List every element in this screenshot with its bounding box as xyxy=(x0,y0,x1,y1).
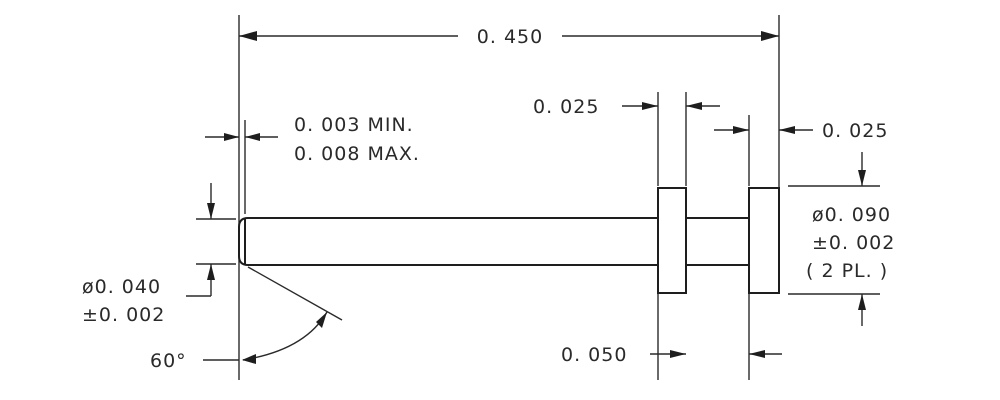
arrowhead xyxy=(207,203,215,219)
pin-shaft xyxy=(238,217,658,266)
arrowhead xyxy=(245,133,260,141)
overall-length-label: 0. 450 xyxy=(477,26,543,48)
arrowhead xyxy=(670,350,686,358)
arrowhead xyxy=(239,31,257,41)
angle-reference-line xyxy=(247,266,343,321)
collar-diameter-label: ø0. 090 xyxy=(812,204,891,226)
arrowhead xyxy=(224,133,239,141)
pin-tolerance-label: ±0. 002 xyxy=(82,304,165,326)
collar-spacing-label: 0. 050 xyxy=(561,344,627,366)
collar-count-label: ( 2 PL. ) xyxy=(806,260,888,282)
chamfer-min-label: 0. 003 MIN. xyxy=(294,114,414,136)
collar-width-left-label: 0. 025 xyxy=(533,96,599,118)
arrowhead xyxy=(642,102,658,110)
collar-right xyxy=(748,187,780,294)
angle-arc xyxy=(242,311,328,361)
arrowhead xyxy=(858,170,866,186)
pin-diameter-label: ø0. 040 xyxy=(82,276,161,298)
angle-label: 60° xyxy=(150,350,187,372)
arrowhead xyxy=(779,126,795,134)
arrowhead xyxy=(316,312,327,328)
collar-width-right-label: 0. 025 xyxy=(822,120,888,142)
arrowhead xyxy=(749,350,765,358)
arrowhead xyxy=(242,354,256,364)
arrowhead xyxy=(207,264,215,280)
arrowhead xyxy=(686,102,702,110)
arrowhead xyxy=(761,31,779,41)
arrowhead xyxy=(733,126,749,134)
chamfer-max-label: 0. 008 MAX. xyxy=(294,143,420,165)
collar-left xyxy=(657,187,687,294)
arrowhead xyxy=(858,294,866,310)
pin-part xyxy=(238,187,780,294)
collar-tolerance-label: ±0. 002 xyxy=(812,232,895,254)
